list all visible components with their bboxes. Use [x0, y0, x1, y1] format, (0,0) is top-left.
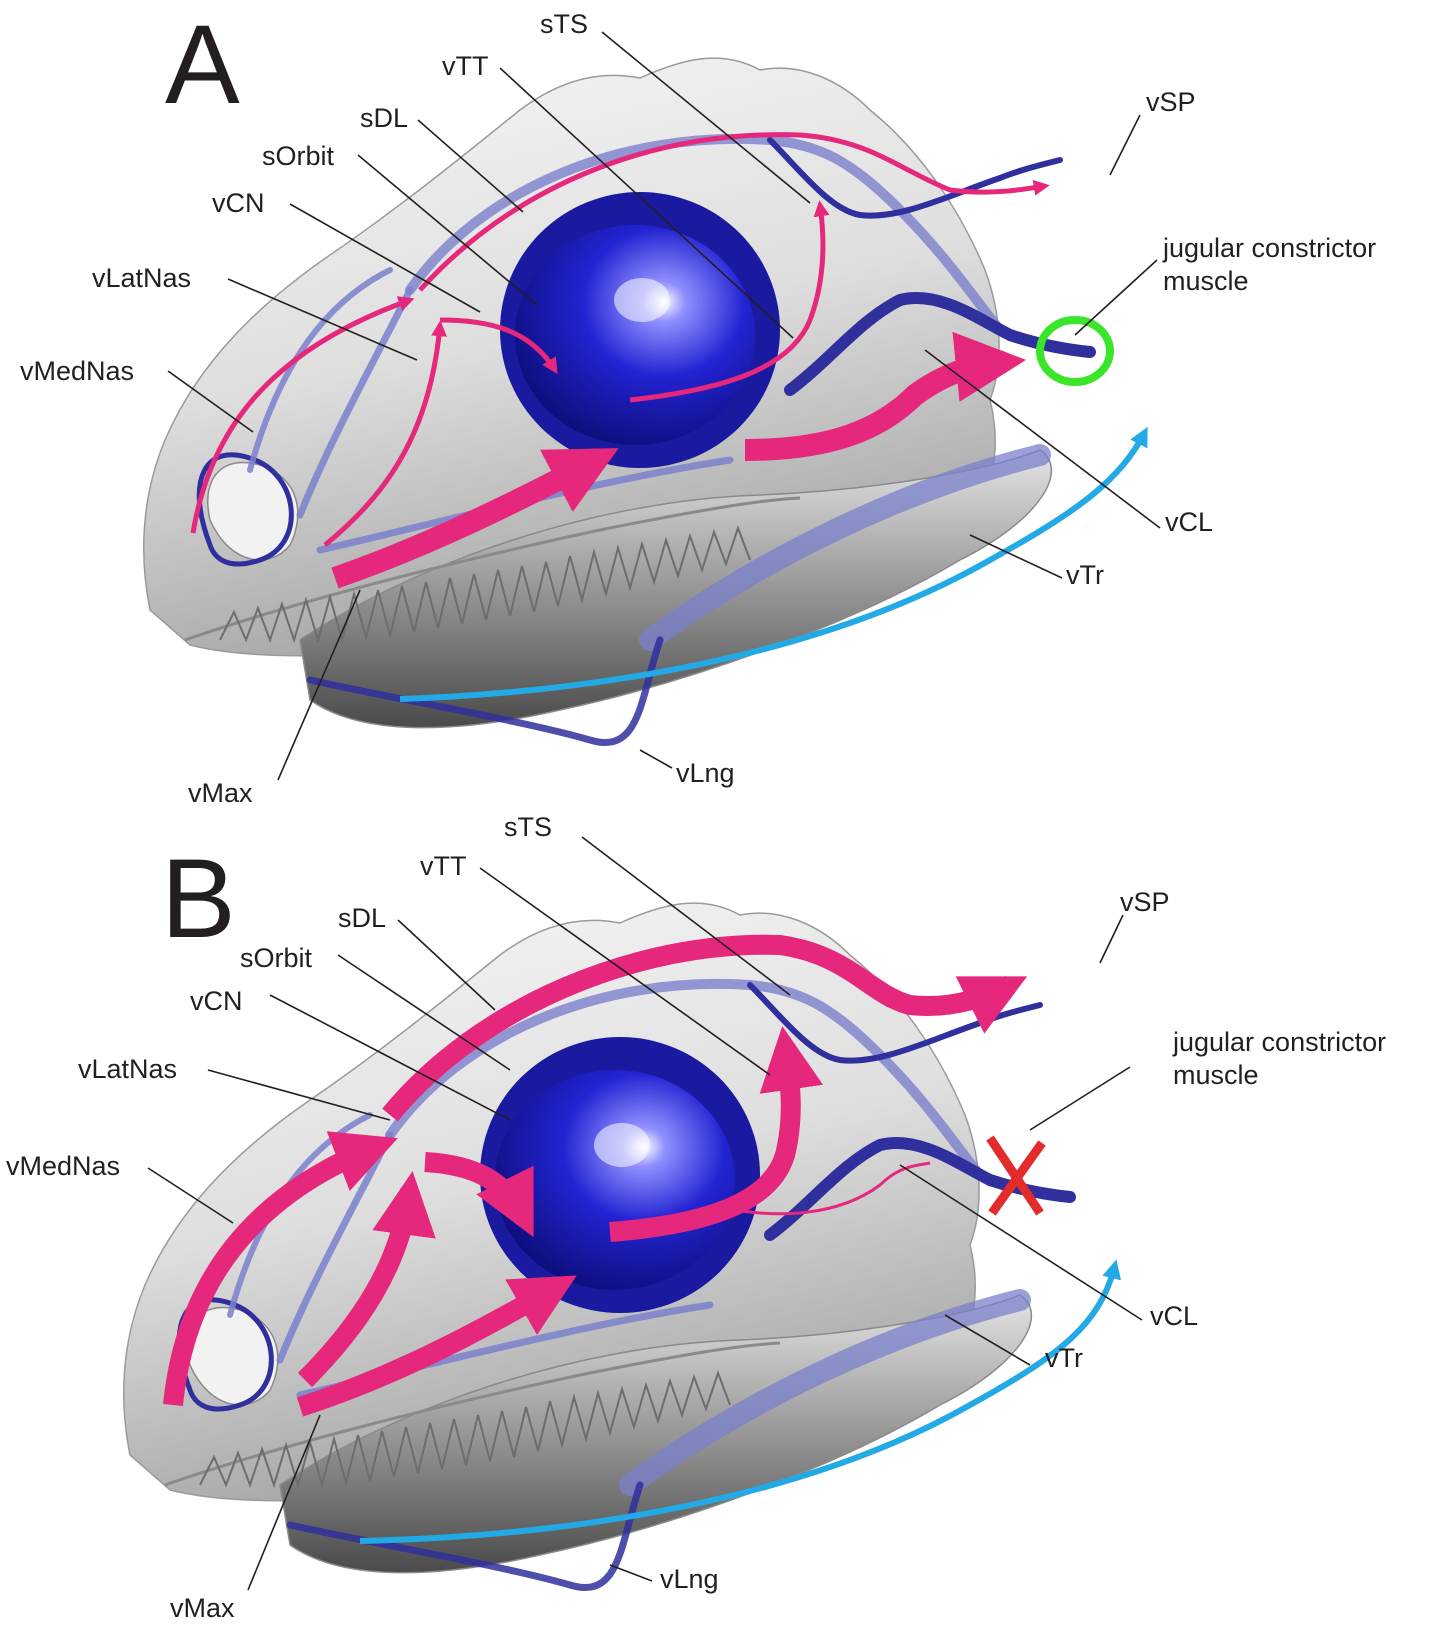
label-sts: sTS [504, 812, 552, 842]
label-sdl: sDL [360, 103, 408, 133]
label-vtr: vTr [1045, 1343, 1083, 1373]
label-vmednas: vMedNas [20, 356, 134, 386]
label-vcl: vCL [1150, 1301, 1198, 1331]
label-jugular-line1: jugular constrictor [1172, 1027, 1386, 1057]
label-vlatnas: vLatNas [78, 1054, 177, 1084]
label-vsp: vSP [1146, 87, 1196, 117]
label-vcl: vCL [1165, 507, 1213, 537]
label-vlng: vLng [676, 758, 735, 788]
panel-letter: A [165, 2, 240, 127]
label-jugular-line2: muscle [1173, 1060, 1259, 1090]
panel-a: A sTS vTT sDL sOrbit vCN vLatNas vMedNas… [20, 2, 1376, 808]
panel-b: B sTS vTT sDL sOrbit vCN vLatNas vMedNas… [6, 812, 1386, 1623]
label-vtt: vTT [420, 851, 467, 881]
label-vtt: vTT [442, 51, 489, 81]
eyeball [480, 1037, 760, 1313]
label-vcn: vCN [190, 986, 243, 1016]
label-sorbit: sOrbit [262, 141, 335, 171]
label-vtr: vTr [1066, 560, 1104, 590]
label-jugular-line1: jugular constrictor [1162, 233, 1376, 263]
label-vlng: vLng [660, 1564, 719, 1594]
label-vmax: vMax [188, 778, 253, 808]
label-sorbit: sOrbit [240, 943, 313, 973]
panel-letter: B [161, 836, 236, 961]
label-vcn: vCN [212, 188, 265, 218]
label-jugular-line2: muscle [1163, 266, 1249, 296]
label-vsp: vSP [1120, 887, 1170, 917]
label-vmednas: vMedNas [6, 1151, 120, 1181]
label-vmax: vMax [170, 1593, 235, 1623]
label-sdl: sDL [338, 903, 386, 933]
eyeball [500, 192, 780, 468]
label-vlatnas: vLatNas [92, 263, 191, 293]
jugular-closed-x-icon [990, 1138, 1042, 1213]
label-sts: sTS [540, 9, 588, 39]
